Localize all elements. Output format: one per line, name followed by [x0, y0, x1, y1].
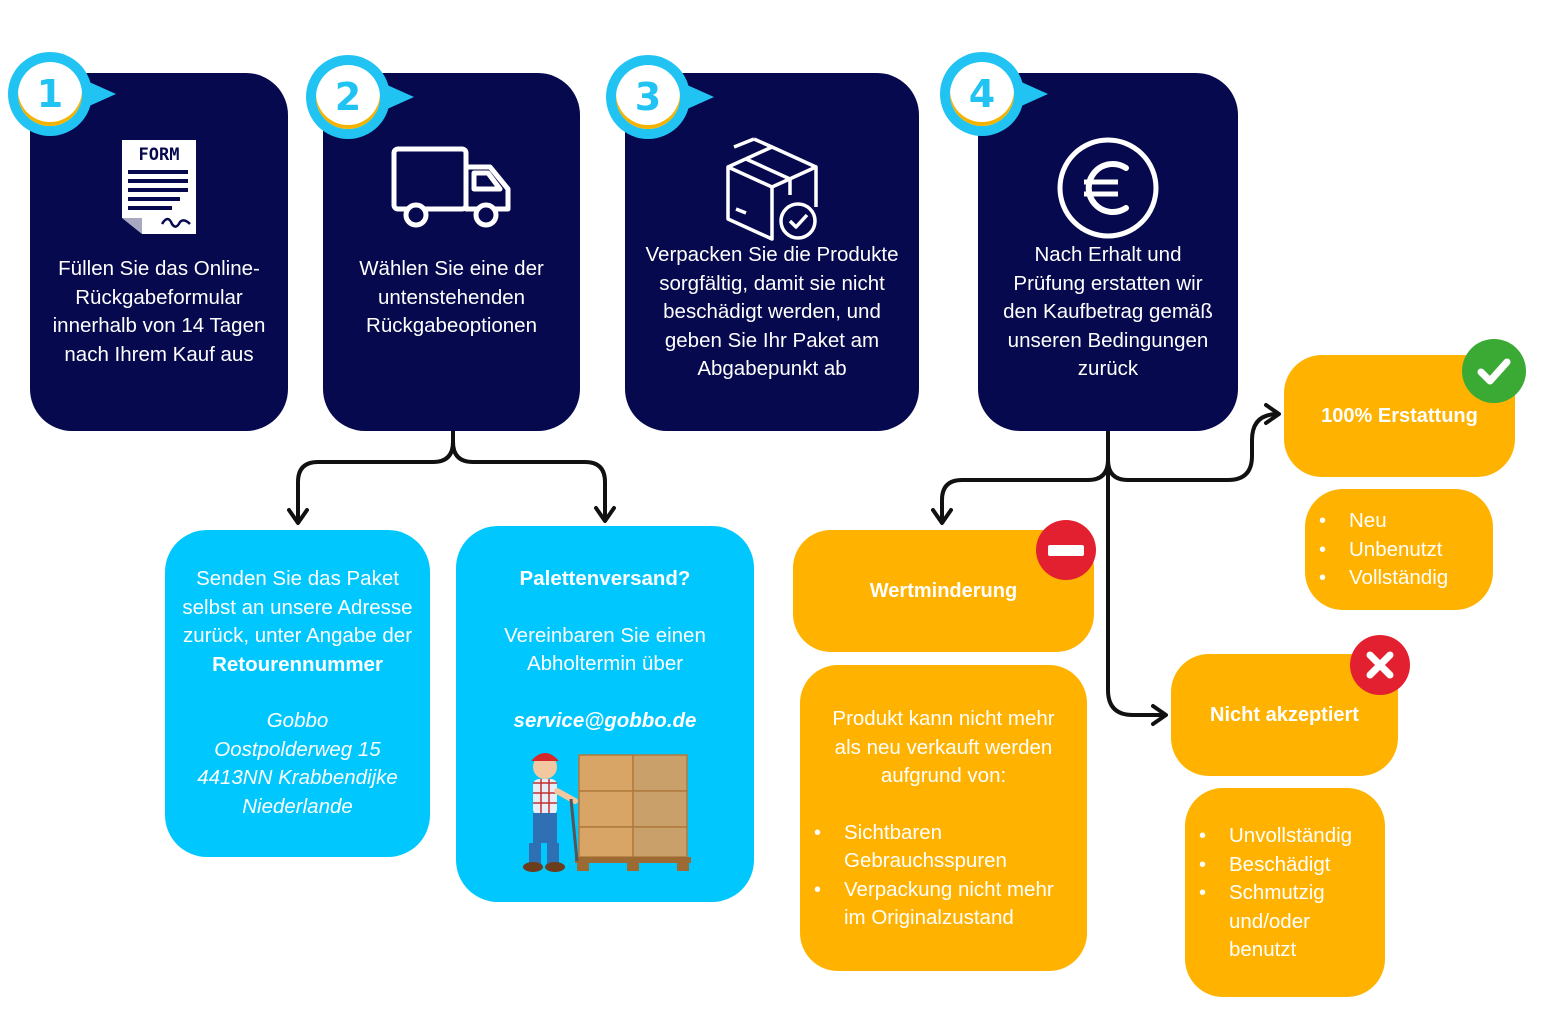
- worker-with-pallet-illustration: [456, 743, 754, 875]
- step-card-1: FORM Füllen Sie das Online- Rückgabeform…: [30, 73, 288, 431]
- send-line-2: selbst an unsere Adresse: [182, 595, 413, 619]
- address-street: Oostpolderweg 15: [214, 737, 381, 761]
- reduction-outcome: Wertminderung: [793, 530, 1094, 652]
- step-card-4: Nach Erhalt und Prüfung erstatten wir de…: [978, 73, 1238, 431]
- send-line-3: zurück, unter Angabe der: [182, 624, 413, 647]
- reduction-reason-wear: Sichtbaren Gebrauchsspuren: [800, 819, 1087, 876]
- reduction-intro: Produkt kann nicht mehr als neu verkauft…: [832, 707, 1055, 787]
- rejected-reason-dirty: Schmutzig und/oder benutzt: [1185, 879, 1385, 965]
- no-entry-icon: [1036, 520, 1096, 580]
- pallet-line-2: Abholtermin über: [526, 652, 684, 675]
- step-card-3: Verpacken Sie die Produkte sorgfältig, d…: [625, 73, 919, 431]
- address-company: Gobbo: [266, 709, 329, 732]
- address-city: 4413NN Krabbendijke: [197, 766, 398, 789]
- step-3-text: Verpacken Sie die Produkte sorgfältig, d…: [645, 243, 899, 380]
- arrow-to-pallet: [451, 440, 607, 520]
- option-send-card: Senden Sie das Paket selbst an unsere Ad…: [165, 530, 430, 857]
- return-number-label: Retourennummer: [212, 652, 383, 676]
- arrow-to-reduction: [940, 430, 1110, 524]
- svg-text:FORM: FORM: [139, 145, 180, 165]
- rejected-title: Nicht akzeptiert: [1210, 703, 1359, 726]
- step-badge-4: 4: [940, 52, 1048, 136]
- rejected-reason-incomplete: Unvollständig: [1185, 822, 1385, 851]
- euro-icon: [1056, 133, 1160, 243]
- step-4-text: Nach Erhalt und Prüfung erstatten wir de…: [1003, 243, 1213, 380]
- form-icon: FORM: [118, 133, 200, 243]
- refund-criterion-complete: Vollständig: [1305, 564, 1493, 593]
- option-pallet-card: Palettenversand? Vereinbaren Sie einen A…: [456, 526, 754, 902]
- check-icon: [1462, 339, 1526, 403]
- refund-criteria: Neu Unbenutzt Vollständig: [1305, 489, 1493, 610]
- truck-icon: [390, 133, 514, 243]
- reduction-title: Wertminderung: [869, 579, 1018, 602]
- step-1-text: Füllen Sie das Online- Rückgabeformular …: [52, 257, 266, 366]
- step-badge-3: 3: [606, 55, 714, 139]
- refund-criterion-unused: Unbenutzt: [1305, 536, 1493, 565]
- address-country: Niederlande: [242, 794, 353, 818]
- arrow-to-send: [296, 426, 455, 524]
- package-check-icon: [724, 133, 820, 243]
- step-badge-1: 1: [8, 52, 116, 136]
- step-2-text: Wählen Sie eine der untenstehenden Rückg…: [359, 257, 544, 337]
- step-badge-2: 2: [306, 55, 414, 139]
- send-line-1: Senden Sie das Paket: [196, 567, 399, 590]
- x-icon: [1350, 635, 1410, 695]
- refund-criterion-new: Neu: [1305, 507, 1493, 536]
- arrow-to-refund: [1106, 412, 1280, 482]
- reduction-reason-packaging: Verpackung nicht mehr im Originalzustand: [800, 876, 1087, 933]
- pallet-title: Palettenversand?: [519, 567, 691, 590]
- arrow-to-rejected: [1106, 458, 1167, 717]
- rejected-criteria: Unvollständig Beschädigt Schmutzig und/o…: [1185, 788, 1385, 997]
- reduction-criteria: Produkt kann nicht mehr als neu verkauft…: [800, 665, 1087, 971]
- pallet-line-1: Vereinbaren Sie einen: [504, 623, 706, 647]
- refund-title: 100% Erstattung: [1321, 404, 1478, 427]
- rejected-reason-damaged: Beschädigt: [1185, 851, 1385, 880]
- service-email-link[interactable]: service@gobbo.de: [513, 708, 697, 732]
